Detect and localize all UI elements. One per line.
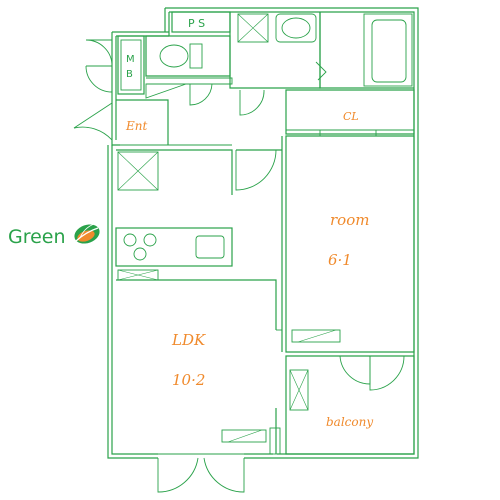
bathtub	[319, 12, 414, 89]
ldk-label: LDK	[171, 331, 206, 349]
balcony: balcony	[285, 355, 415, 455]
closet-label: CL	[343, 110, 359, 123]
leaf-icon	[74, 223, 100, 244]
balcony-label: balcony	[326, 415, 373, 429]
room: room 6·1	[281, 135, 415, 353]
mb-box: M B	[117, 35, 145, 95]
logo-text: Green	[8, 226, 66, 248]
ldk-size: 10·2	[172, 371, 205, 389]
room-label: room	[330, 211, 369, 229]
bottom-doors	[157, 453, 245, 493]
ps-box: P S	[171, 11, 231, 33]
washroom	[229, 12, 327, 89]
entrance-hall: Ent	[116, 83, 265, 146]
entrance-door	[73, 39, 113, 141]
ps-label: P S	[188, 17, 205, 30]
closet: CL	[285, 89, 415, 136]
ldk: LDK 10·2	[116, 279, 282, 455]
room-size: 6·1	[328, 251, 352, 269]
toilet-room	[145, 35, 233, 99]
green-logo: Green	[8, 223, 100, 248]
mb-label-b: B	[126, 69, 133, 80]
kitchen	[115, 149, 282, 281]
mb-label-m: M	[126, 54, 135, 65]
entrance-label: Ent	[125, 119, 147, 133]
